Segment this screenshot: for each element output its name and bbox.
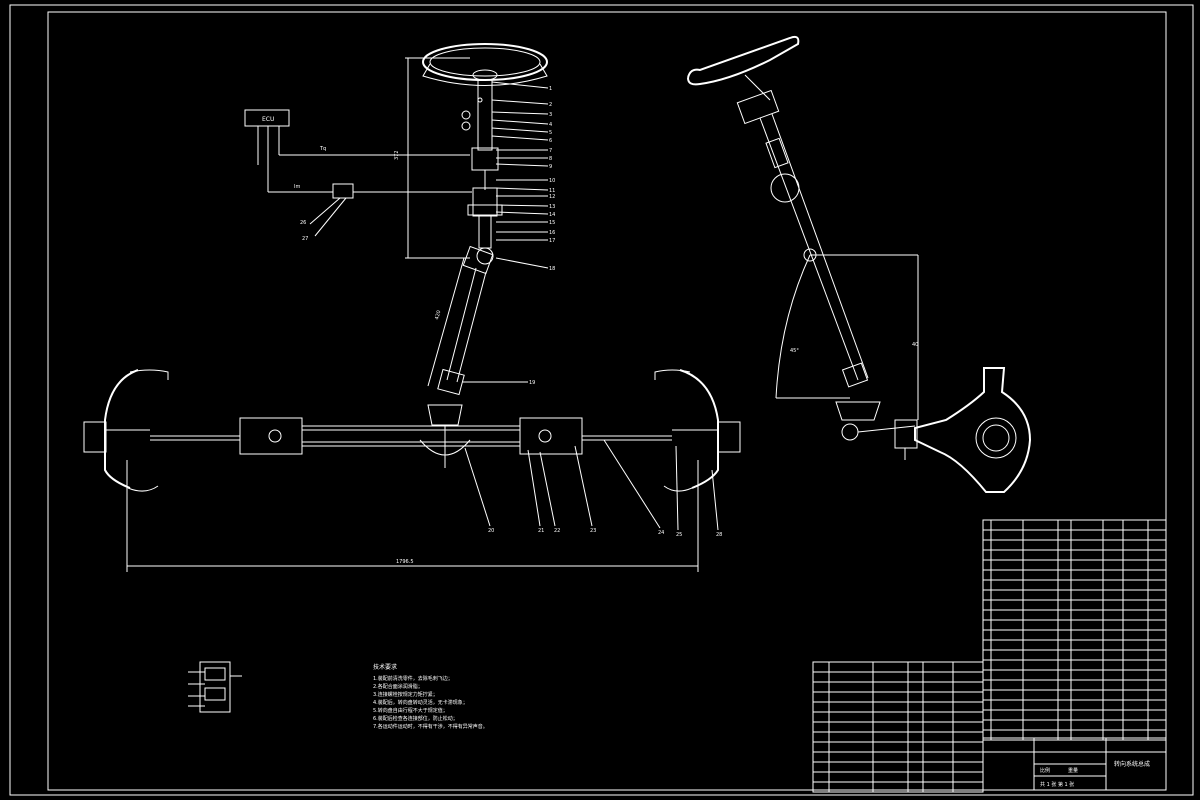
technical-requirements: 技术要求 1.装配前清洗零件，去除毛刺飞边； 2.各配合面涂润滑脂； 3.连接螺…: [373, 663, 488, 730]
svg-text:6.装配后检查各连接部位，防止松动；: 6.装配后检查各连接部位，防止松动；: [373, 715, 458, 722]
leader-lines-rack: 20 21 22 23 24 25 28: [464, 439, 722, 538]
steering-wheel-front: [422, 43, 548, 86]
leader-lines-column: [462, 81, 549, 383]
svg-text:4: 4: [549, 122, 552, 128]
svg-text:2: 2: [549, 102, 552, 108]
svg-text:重量: 重量: [1068, 767, 1078, 774]
overall-width-dimension: 1796.5: [126, 460, 699, 572]
svg-text:转向系统总成: 转向系统总成: [1114, 760, 1150, 768]
left-knuckle: [83, 369, 169, 492]
svg-text:23: 23: [590, 528, 596, 534]
intermediate-shaft-front: [427, 267, 487, 468]
svg-text:3.连接螺栓按规定力矩拧紧；: 3.连接螺栓按规定力矩拧紧；: [373, 691, 438, 698]
svg-text:21: 21: [538, 528, 544, 534]
svg-text:18: 18: [549, 266, 555, 272]
svg-text:8: 8: [549, 156, 552, 162]
svg-text:Im: Im: [294, 184, 300, 190]
table-frame: [812, 661, 984, 793]
svg-text:25: 25: [676, 532, 682, 538]
steering-rack: [150, 417, 672, 456]
svg-text:5.转向盘自由行程不大于规定值；: 5.转向盘自由行程不大于规定值；: [373, 707, 448, 714]
svg-text:13: 13: [549, 204, 555, 210]
steering-column-front: [461, 79, 503, 275]
svg-text:6: 6: [549, 138, 552, 144]
part-number-labels: 1 2 3 4 5 6 7 8 9 10 11 12 13 14 15 16 1…: [529, 86, 555, 386]
svg-text:12: 12: [549, 194, 555, 200]
svg-text:26: 26: [300, 220, 306, 226]
outer-border: [9, 4, 1194, 796]
svg-text:4.装配后，转向盘转动灵活，无卡滞现象；: 4.装配后，转向盘转动灵活，无卡滞现象；: [373, 699, 468, 706]
steering-column-side: [759, 113, 916, 441]
svg-text:22: 22: [554, 528, 560, 534]
svg-text:Tq: Tq: [319, 146, 326, 152]
svg-text:5: 5: [549, 130, 552, 136]
svg-text:1: 1: [549, 86, 552, 92]
svg-text:14: 14: [549, 212, 555, 218]
svg-text:16: 16: [549, 230, 555, 236]
column-dimension: 372: [394, 57, 470, 259]
parts-list-table-right: [982, 519, 1167, 741]
svg-text:20: 20: [488, 528, 494, 534]
parts-list-table-left: [812, 661, 984, 793]
svg-text:15: 15: [549, 220, 555, 226]
svg-text:ECU: ECU: [262, 116, 274, 123]
svg-text:7: 7: [549, 148, 552, 154]
svg-text:420: 420: [434, 310, 442, 321]
svg-text:共 1 张 第 1 张: 共 1 张 第 1 张: [1040, 781, 1074, 788]
svg-text:40: 40: [912, 342, 918, 348]
inner-border: [47, 11, 1167, 791]
svg-text:2.各配合面涂润滑脂；: 2.各配合面涂润滑脂；: [373, 683, 423, 690]
svg-text:1.装配前清洗零件，去除毛刺飞边；: 1.装配前清洗零件，去除毛刺飞边；: [373, 675, 453, 682]
svg-text:17: 17: [549, 238, 555, 244]
side-angle-dimension: 45° 40: [775, 254, 919, 420]
ecu-block: ECU Tq Im 26 27: [244, 109, 472, 242]
svg-text:28: 28: [716, 532, 722, 538]
detail-view: [188, 661, 242, 713]
svg-text:3: 3: [549, 112, 552, 118]
knuckle-side: [894, 367, 1032, 493]
shaft-dimension: 420: [427, 257, 465, 387]
svg-text:19: 19: [529, 380, 535, 386]
svg-text:比例: 比例: [1040, 767, 1050, 774]
svg-text:45°: 45°: [790, 348, 799, 354]
svg-text:7.各运动件运动时，不得有干涉，不得有异常声音。: 7.各运动件运动时，不得有干涉，不得有异常声音。: [373, 723, 488, 730]
svg-text:9: 9: [549, 164, 552, 170]
title-block: 转向系统总成 比例 重量 共 1 张 第 1 张: [982, 737, 1167, 791]
svg-text:技术要求: 技术要求: [373, 663, 397, 671]
svg-text:24: 24: [658, 530, 664, 536]
svg-text:1796.5: 1796.5: [396, 559, 414, 565]
svg-text:27: 27: [302, 236, 308, 242]
svg-text:11: 11: [549, 188, 555, 194]
svg-text:10: 10: [549, 178, 555, 184]
steering-wheel-side: [687, 35, 800, 125]
